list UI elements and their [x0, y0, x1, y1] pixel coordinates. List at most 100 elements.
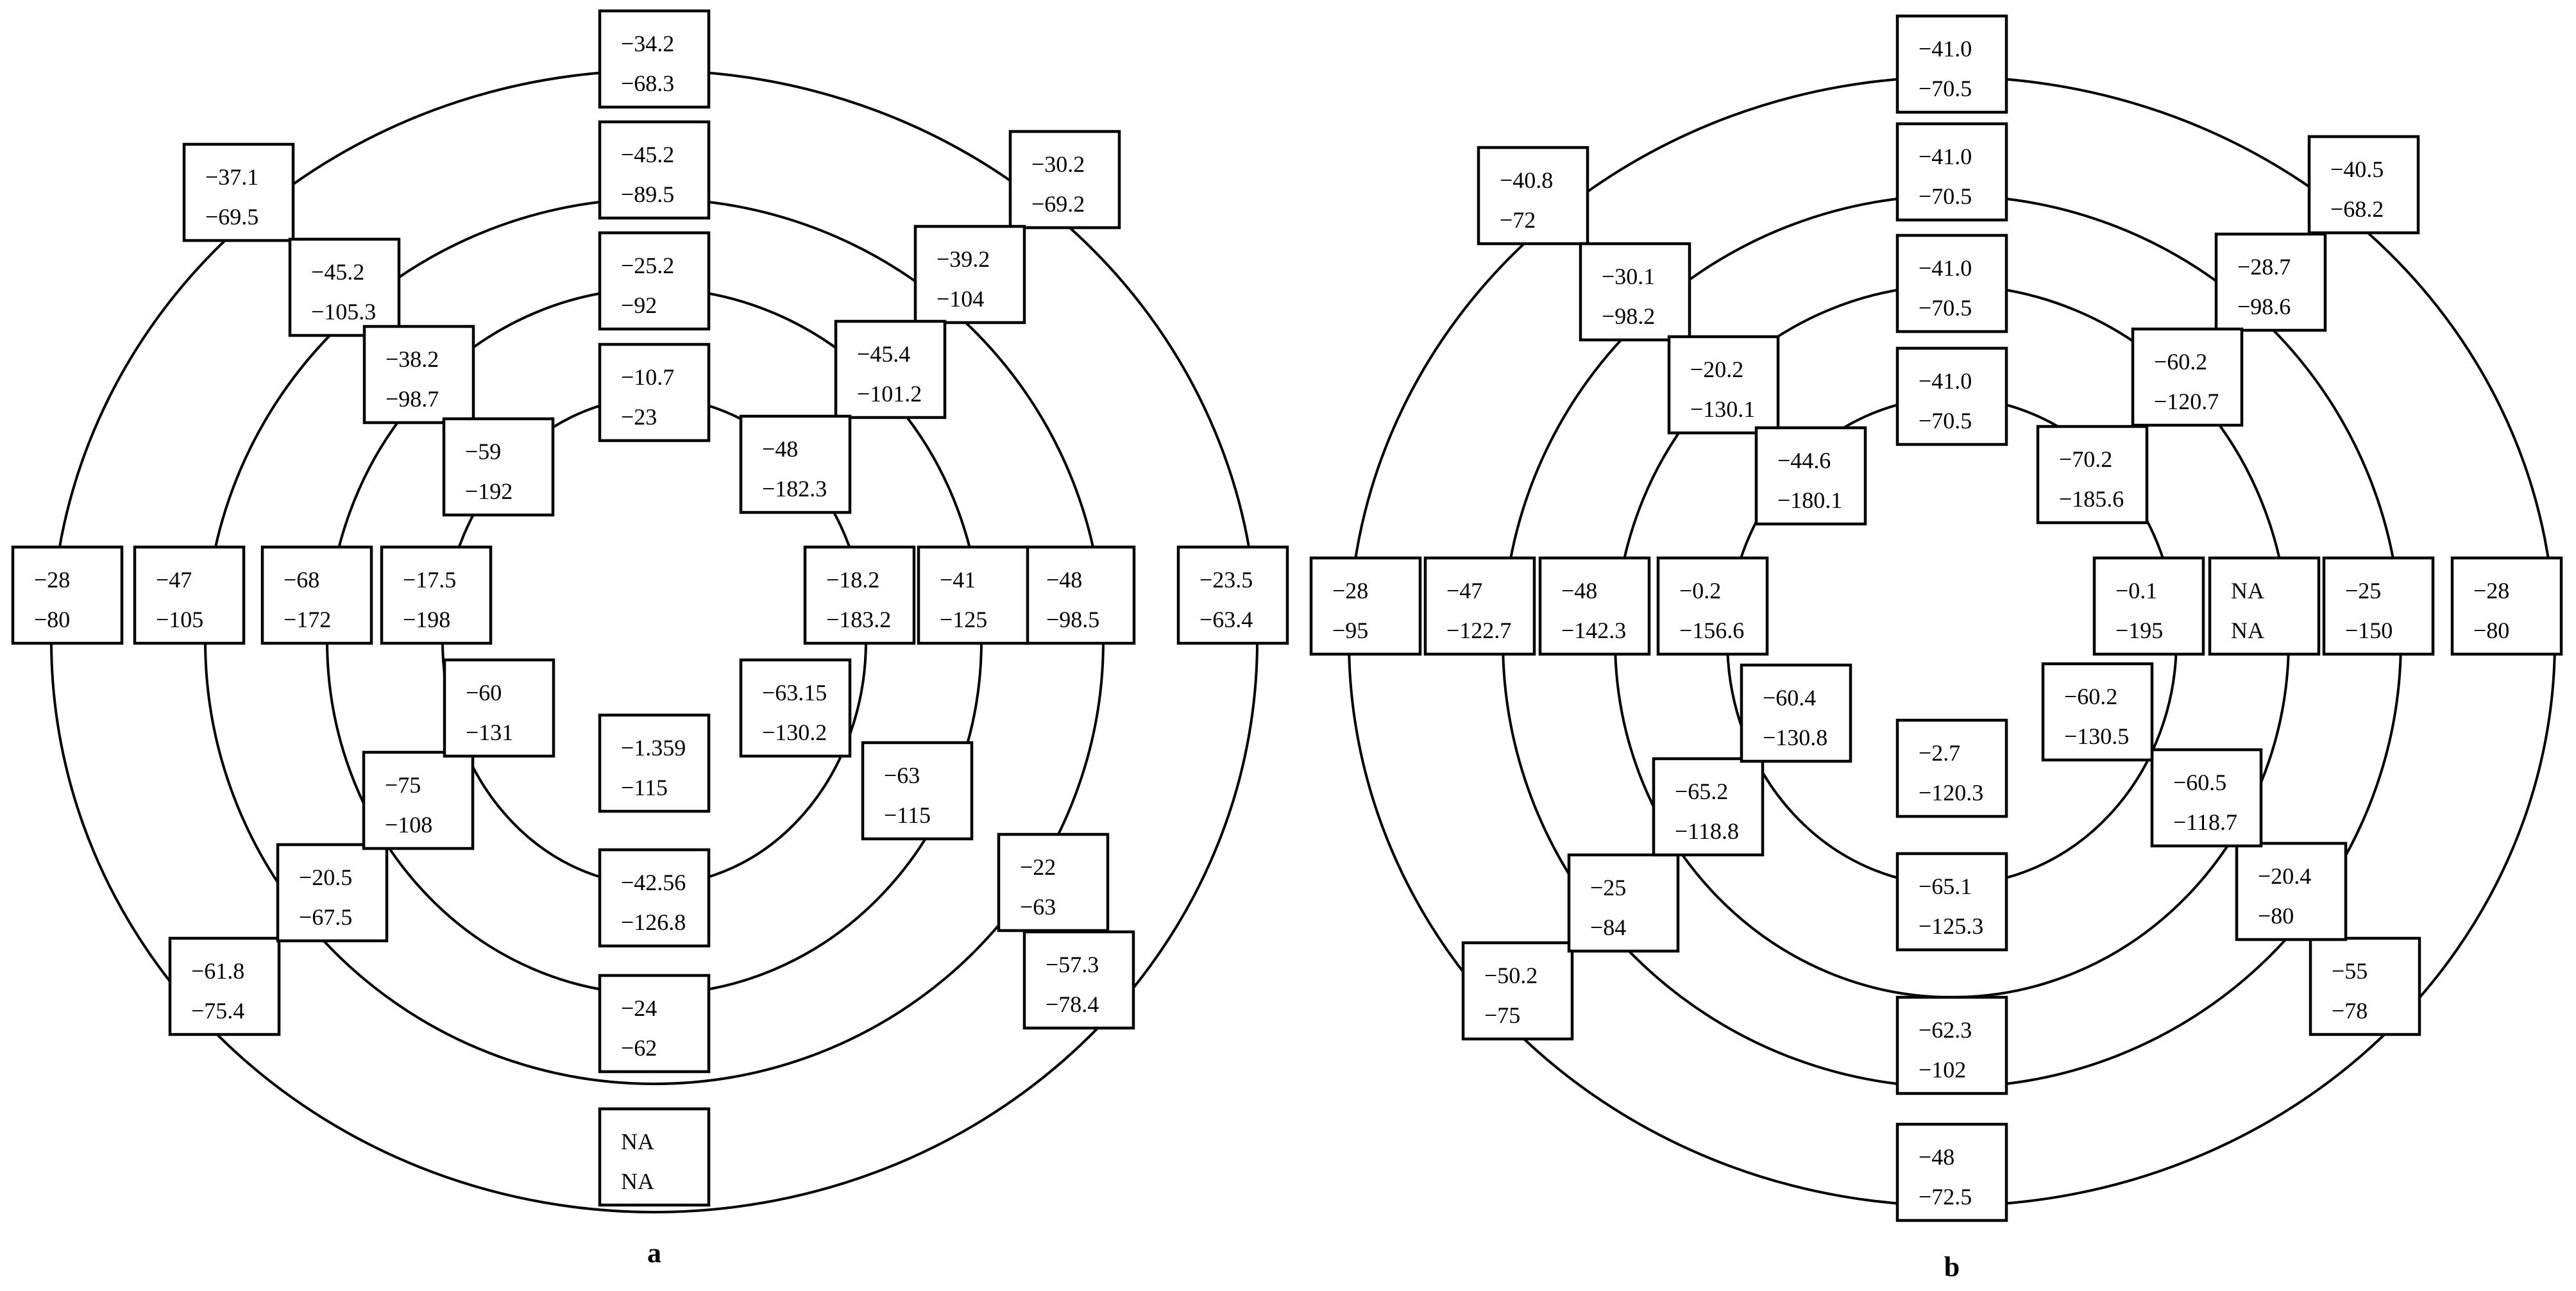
value-bottom: −95: [1332, 618, 1368, 643]
value-box: −41.0−70.5: [1895, 233, 2008, 333]
value-box-frame: [1895, 346, 2008, 446]
value-top: −37.1: [205, 164, 258, 190]
value-box-frame: [2322, 556, 2435, 656]
value-top: −41.0: [1919, 255, 1972, 281]
value-bottom: −105.3: [311, 299, 376, 325]
value-box: −22−63: [997, 832, 1110, 932]
value-box-frame: [861, 741, 974, 841]
value-box: −59−192: [442, 417, 555, 517]
value-box: −41.0−70.5: [1895, 14, 2008, 114]
value-top: −20.4: [2258, 863, 2311, 889]
value-box: −45.2−105.3: [288, 237, 401, 337]
value-box: −28−80: [2450, 556, 2563, 656]
value-bottom: −120.3: [1919, 780, 1983, 806]
value-top: −41.0: [1919, 36, 1972, 62]
value-box: −25−150: [2322, 556, 2435, 656]
value-bottom: −130.5: [2064, 723, 2129, 749]
value-bottom: −78.4: [1046, 991, 1099, 1017]
value-box: −2.7−120.3: [1895, 718, 2008, 818]
value-bottom: −182.3: [762, 476, 827, 502]
value-box-frame: [2092, 556, 2205, 656]
value-box: −40.8−72: [1477, 146, 1589, 246]
value-bottom: −75.4: [191, 998, 244, 1024]
value-top: −50.2: [1484, 963, 1538, 988]
value-top: −38.2: [386, 346, 439, 372]
value-top: −63.15: [762, 680, 827, 705]
value-box: −47−105: [133, 545, 246, 645]
value-box-frame: [598, 848, 711, 948]
value-top: −61.8: [191, 958, 244, 984]
value-box-frame: [2150, 748, 2263, 848]
value-bottom: −92: [621, 292, 657, 318]
value-bottom: −105: [156, 607, 203, 632]
value-top: −60.2: [2154, 349, 2207, 375]
value-top: −10.7: [621, 364, 674, 390]
value-bottom: −172: [284, 607, 331, 632]
value-box-frame: [380, 545, 493, 645]
value-box: −0.1−195: [2092, 556, 2205, 656]
value-box: −34.2−68.3: [598, 9, 711, 109]
value-bottom: −67.5: [299, 904, 352, 930]
value-top: −40.5: [2330, 156, 2384, 182]
value-bottom: −62: [621, 1035, 657, 1061]
value-bottom: −101.2: [857, 381, 922, 407]
value-box-frame: [11, 545, 124, 645]
value-box-frame: [1538, 556, 1651, 656]
value-bottom: NA: [2231, 618, 2264, 643]
value-box-frame: [2041, 662, 2154, 762]
value-box: −24−62: [598, 974, 711, 1074]
value-box-frame: [2450, 556, 2563, 656]
value-bottom: −69.5: [205, 204, 258, 230]
value-top: −70.2: [2059, 446, 2112, 472]
value-box: −62.3−102: [1895, 995, 2008, 1095]
value-box-frame: [1567, 853, 1680, 953]
value-box-frame: [1740, 663, 1852, 763]
value-top: −30.2: [1031, 151, 1085, 177]
value-bottom: −23: [621, 404, 657, 430]
value-bottom: −98.7: [386, 386, 439, 412]
value-box-frame: [1754, 426, 1867, 526]
value-box: −41−125: [917, 545, 1030, 645]
value-box: −38.2 −98.7: [362, 325, 475, 425]
value-bottom: −130.1: [1690, 396, 1755, 422]
value-box: −48−72.5: [1895, 1122, 2008, 1222]
value-box: −48−182.3: [739, 414, 852, 514]
value-top: −59: [465, 439, 501, 464]
value-box: −17.5−198: [380, 545, 493, 645]
value-bottom: −150: [2345, 618, 2393, 643]
value-bottom: −69.2: [1031, 191, 1085, 217]
value-box-frame: [997, 832, 1110, 932]
value-box-frame: [917, 545, 1030, 645]
value-bottom: −89.5: [621, 181, 674, 207]
value-top: −39.2: [936, 246, 990, 272]
value-top: −60.4: [1763, 685, 1816, 711]
value-box: −18.2−183.2: [803, 545, 916, 645]
value-top: −57.3: [1046, 952, 1099, 977]
value-bottom: −75: [1484, 1002, 1520, 1028]
value-box-frame: [598, 1107, 711, 1207]
value-top: −34.2: [621, 31, 674, 56]
value-box-frame: [1579, 242, 1691, 342]
value-bottom: −63.4: [1199, 607, 1253, 632]
value-box-frame: [362, 325, 475, 425]
value-bottom: −125.3: [1919, 913, 1983, 939]
value-box: −65.1−125.3: [1895, 852, 2008, 952]
value-top: −60.2: [2064, 684, 2117, 709]
value-box-frame: [1461, 941, 1574, 1041]
value-top: −23.5: [1199, 567, 1253, 593]
value-box: −60.2−120.7: [2131, 327, 2244, 427]
value-box-frame: [443, 658, 555, 758]
value-box: −0.2−156.6: [1656, 556, 1769, 656]
value-top: −62.3: [1919, 1017, 1972, 1043]
value-box: −48−98.5: [1023, 545, 1136, 645]
value-box: −28 −95: [1309, 556, 1422, 656]
value-box: −60.2 −130.5: [2041, 662, 2154, 762]
value-box-frame: [1309, 556, 1422, 656]
value-box-frame: [288, 237, 401, 337]
value-top: −28: [1332, 578, 1368, 603]
value-box: −70.2−185.6: [2036, 425, 2149, 525]
value-box-frame: [2208, 556, 2321, 656]
value-box: −60.5−118.7: [2150, 748, 2263, 848]
